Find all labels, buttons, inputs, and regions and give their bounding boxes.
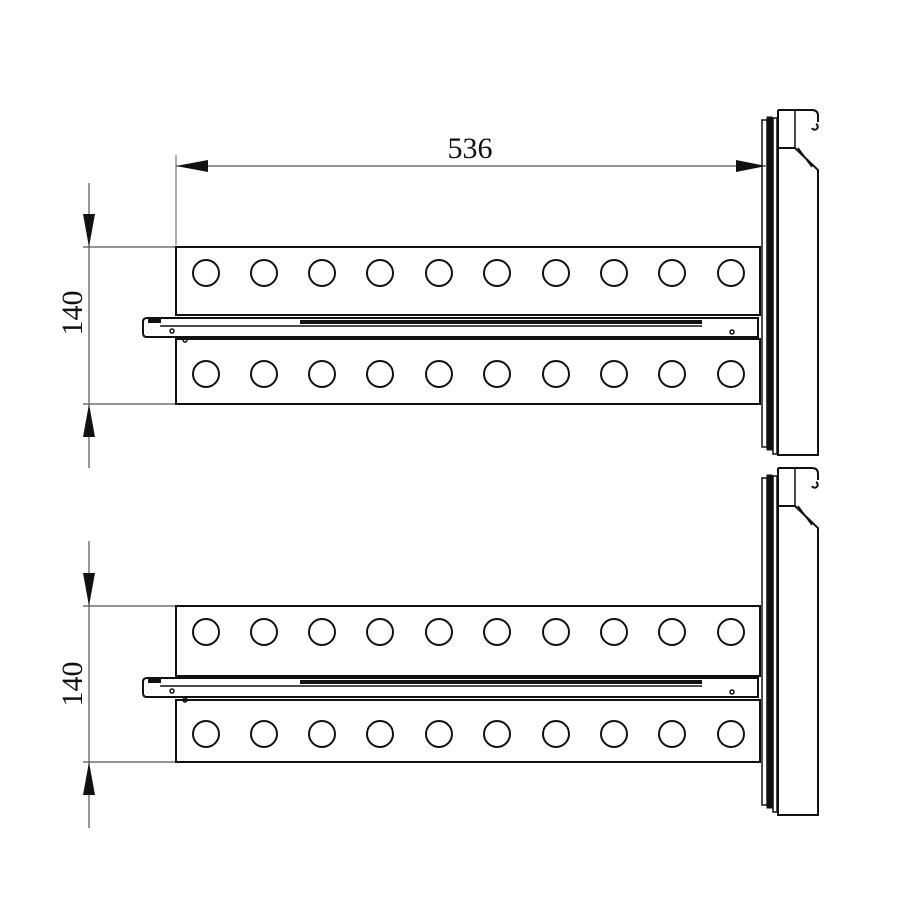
panel-upper-half <box>175 246 761 316</box>
arrowhead-left-icon <box>176 160 208 172</box>
upper-unit <box>142 109 819 456</box>
arrowhead-down-icon <box>83 573 95 606</box>
depth-label: 536 <box>448 132 493 165</box>
lower-height-dimension: 140 <box>56 541 176 828</box>
slide-rail <box>142 677 759 703</box>
hole-row-bottom <box>192 720 745 748</box>
depth-dimension: 536 <box>175 132 766 245</box>
arrowhead-right-icon <box>736 160 766 172</box>
front-bracket <box>761 467 819 816</box>
panel-lower-half <box>175 699 761 763</box>
panel-upper-half <box>175 605 761 677</box>
upper-height-label: 140 <box>56 291 89 336</box>
upper-height-dimension: 140 <box>56 183 176 468</box>
arrowhead-up-icon <box>83 404 95 437</box>
lower-unit <box>142 467 819 816</box>
hole-row-top <box>192 618 745 646</box>
hole-row-bottom <box>192 360 745 388</box>
slide-rail <box>142 317 759 343</box>
front-bracket <box>761 109 819 456</box>
panel-lower-half <box>175 338 761 405</box>
lower-height-label: 140 <box>56 662 89 707</box>
arrowhead-up-icon <box>83 762 95 795</box>
arrowhead-down-icon <box>83 214 95 247</box>
hole-row-top <box>192 259 745 287</box>
